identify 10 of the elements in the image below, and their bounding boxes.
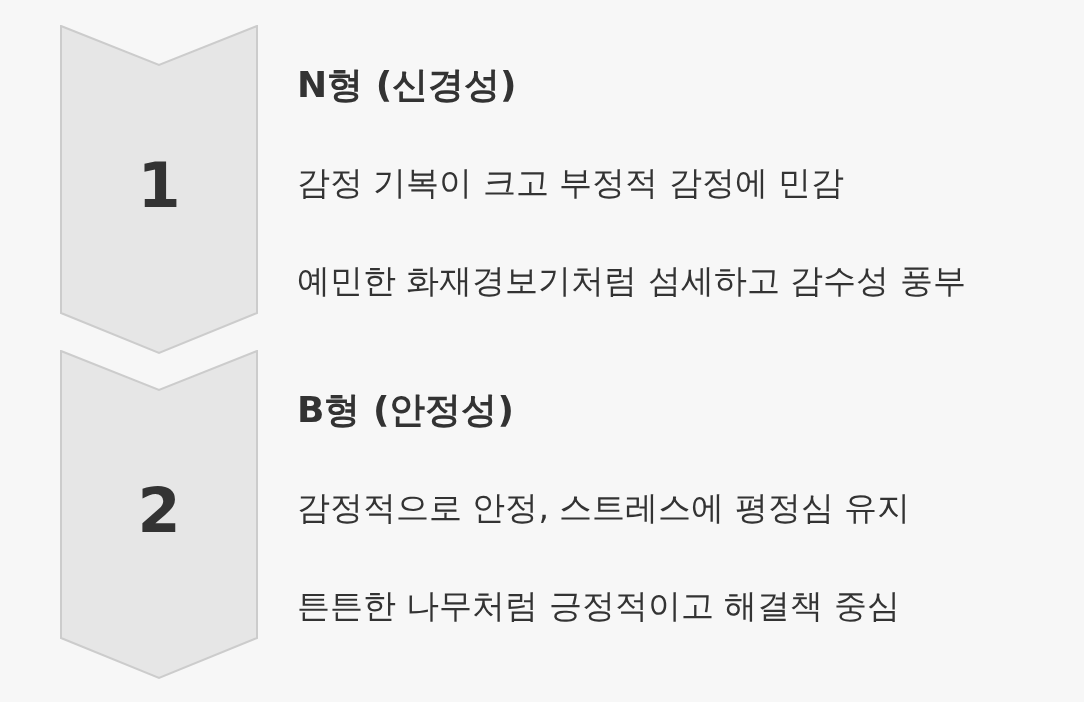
description-text: 튼튼한 나무처럼 긍정적이고 해결책 중심: [297, 586, 900, 626]
step-number: 2: [136, 480, 182, 542]
heading: B형 (안정성): [297, 388, 514, 432]
chevron-shape: [60, 350, 258, 680]
chevron-shape: [60, 25, 258, 355]
heading: N형 (신경성): [297, 63, 517, 107]
description-text: 감정적으로 안정, 스트레스에 평정심 유지: [297, 488, 911, 528]
description-text: 감정 기복이 크고 부정적 감정에 민감: [297, 163, 845, 203]
step-number: 1: [136, 155, 182, 217]
description-text: 예민한 화재경보기처럼 섬세하고 감수성 풍부: [297, 261, 966, 301]
